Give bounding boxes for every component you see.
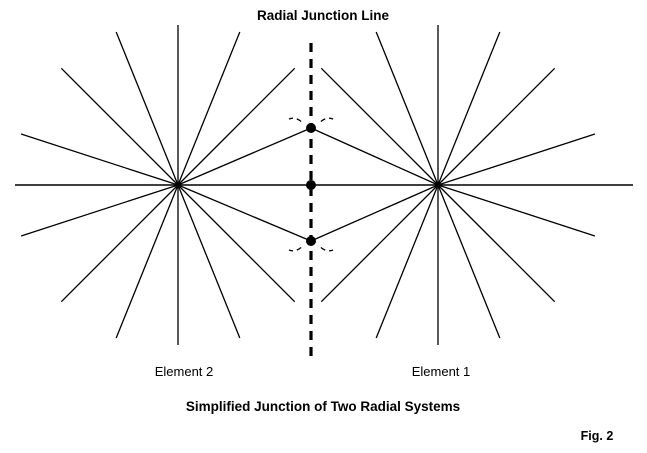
right-element-ray-112 (375, 31, 439, 186)
left-element-ray-135 (60, 67, 179, 186)
right-element-ray-135 (320, 67, 439, 186)
right-element-ray-342 (437, 184, 596, 237)
center-junction-point (306, 180, 316, 190)
lower-junction-point (306, 236, 316, 246)
left-element-ray-292 (177, 184, 241, 339)
element-2-label: Element 2 (155, 364, 214, 379)
left-element-radial-rays (20, 25, 296, 345)
arc-tick-0 (288, 117, 302, 123)
arc-tick-1 (320, 117, 334, 123)
page-title: Radial Junction Line (257, 8, 390, 23)
junction-ray-1 (177, 184, 312, 242)
junction-point-dots (306, 123, 316, 246)
left-element-ray-162 (20, 133, 179, 186)
right-element-ray-68 (437, 31, 501, 186)
left-element-ray-315 (177, 184, 296, 303)
right-element-ray-225 (320, 184, 439, 303)
element-1-label: Element 1 (412, 364, 471, 379)
left-element-ray-112 (115, 31, 179, 186)
right-element-ray-248 (375, 184, 439, 339)
junction-connector-rays (177, 127, 439, 242)
arc-tick-3 (320, 246, 334, 252)
right-element-ray-45 (437, 67, 556, 186)
left-element-ray-248 (115, 184, 179, 339)
figure-caption: Simplified Junction of Two Radial System… (186, 399, 460, 414)
arc-tick-2 (288, 246, 302, 252)
left-element-ray-225 (60, 184, 179, 303)
junction-ray-0 (177, 127, 312, 186)
left-element-ray-68 (177, 31, 241, 186)
junction-ray-2 (310, 127, 439, 186)
junction-arc-tick-marks (288, 117, 334, 252)
right-element-ray-18 (437, 133, 596, 186)
left-element-ray-198 (20, 184, 179, 237)
upper-junction-point (306, 123, 316, 133)
right-element-radial-rays (320, 25, 596, 345)
junction-ray-3 (310, 184, 439, 242)
right-element-ray-292 (437, 184, 501, 339)
right-element-ray-315 (437, 184, 556, 303)
left-element-ray-45 (177, 67, 296, 186)
figure-number-label: Fig. 2 (581, 429, 614, 443)
